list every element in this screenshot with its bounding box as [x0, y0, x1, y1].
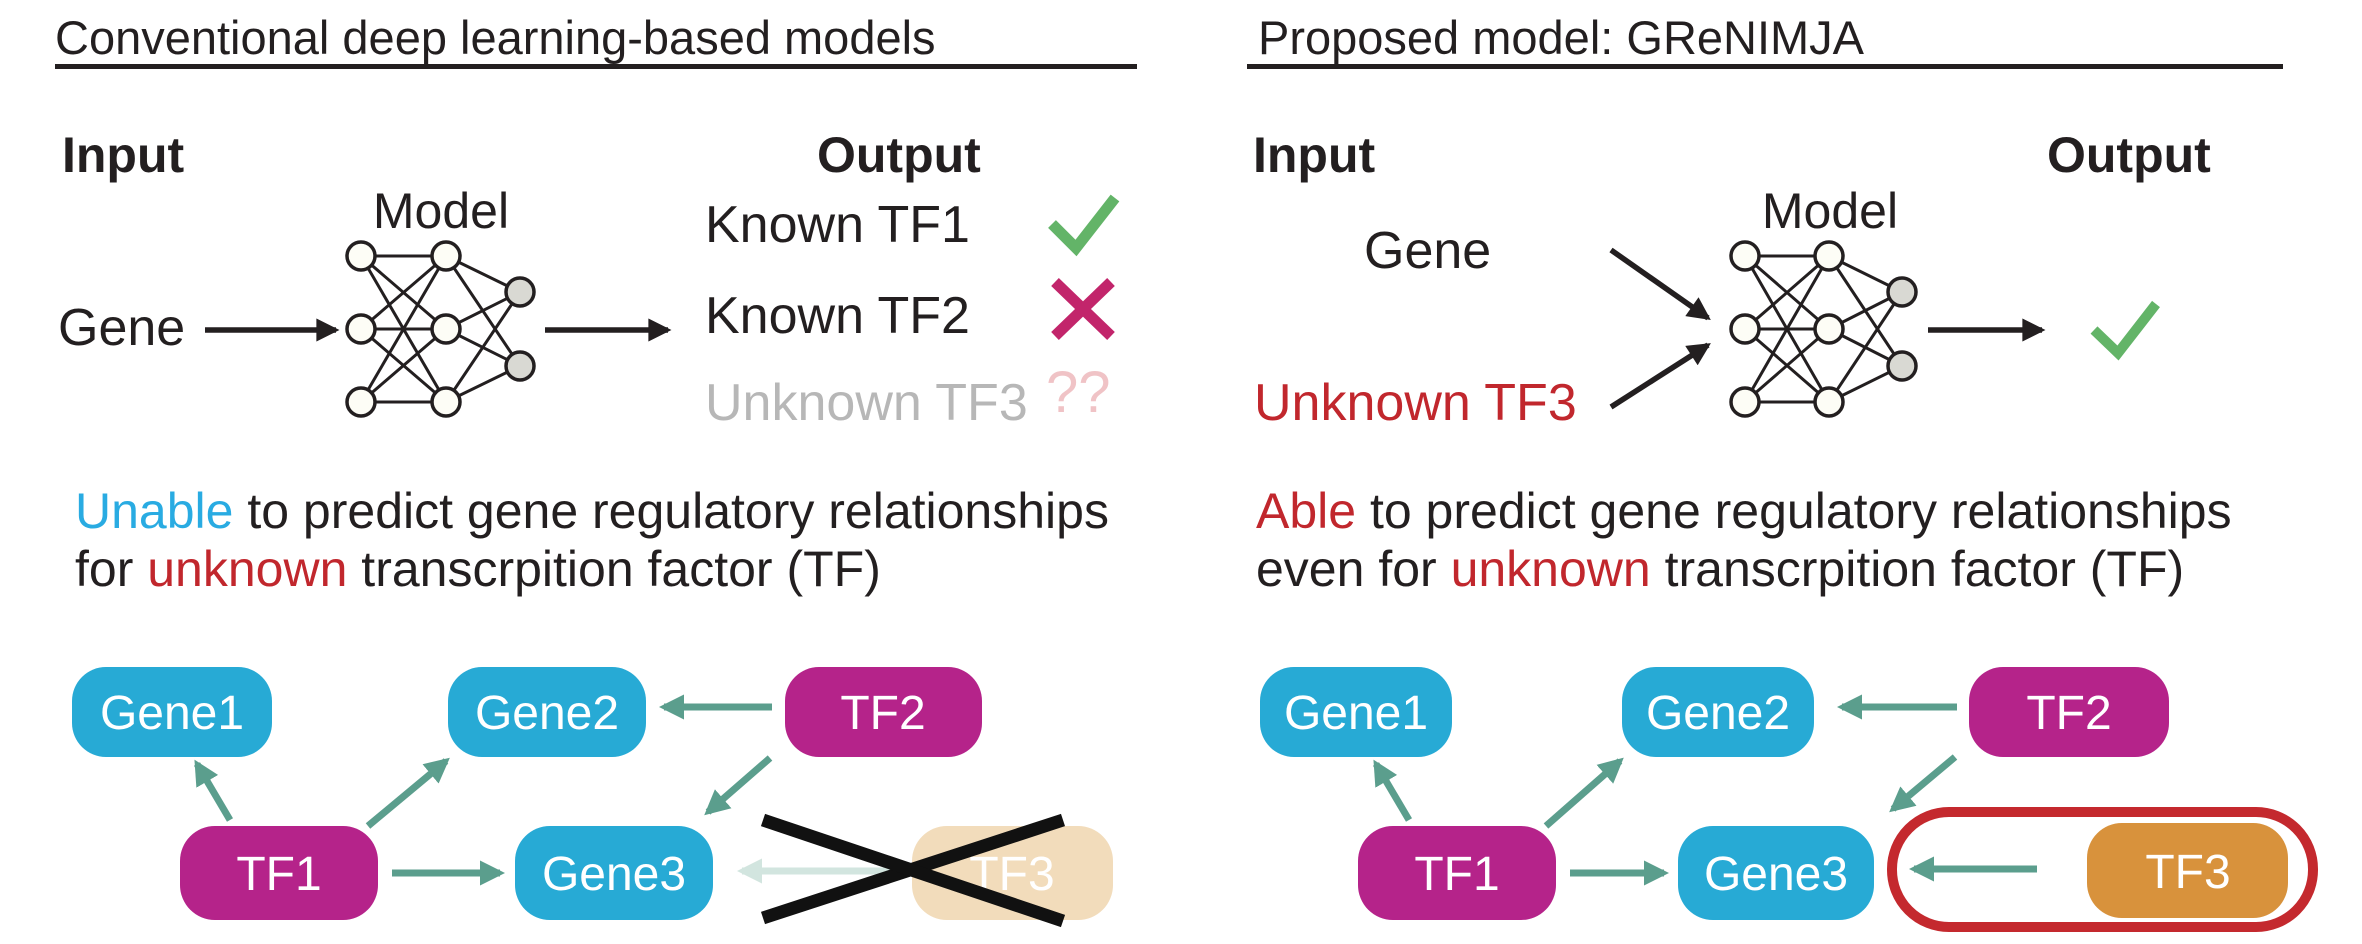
caption-pre: even for	[1256, 541, 1451, 597]
title-underline	[1247, 64, 2283, 69]
gene-to-model-arrow	[1609, 247, 1711, 321]
cross-icon	[1051, 278, 1115, 340]
node-gene1-label: Gene1	[1284, 687, 1428, 740]
node-gene1	[1260, 667, 1452, 757]
nn-input-node	[345, 313, 377, 345]
panel-proposed: Proposed model: GReNIMJA Input Output Ge…	[1247, 11, 2318, 932]
nn-input-node	[345, 240, 377, 272]
caption-rest: transcrpition factor (TF)	[1651, 541, 2184, 597]
node-gene1-label: Gene1	[100, 687, 244, 740]
panel-title: Conventional deep learning-based models	[55, 11, 936, 64]
output-row-known-tf1: Known TF1	[705, 196, 970, 254]
gene-input-label: Gene	[1364, 222, 1491, 280]
nn-hidden-node	[1813, 240, 1845, 272]
model-label: Model	[373, 183, 509, 239]
nn-input-node	[1729, 313, 1761, 345]
gene-input-label: Gene	[58, 299, 185, 357]
edge-tf1-gene1	[1372, 759, 1413, 822]
highlight-ring	[1887, 807, 2318, 932]
node-gene1	[72, 667, 272, 757]
edge-tf1-gene1	[193, 759, 234, 822]
edge-tf1-gene2	[365, 757, 450, 829]
node-tf2	[785, 667, 982, 757]
neural-network-icon	[1729, 240, 1918, 418]
node-tf1-label: TF1	[1414, 848, 1499, 901]
check-icon	[1048, 194, 1120, 257]
nn-output-node	[504, 350, 536, 382]
panel-title: Proposed model: GReNIMJA	[1258, 11, 1865, 64]
caption-line-2: even for unknown transcrpition factor (T…	[1256, 541, 2184, 597]
panel-conventional: Conventional deep learning-based models …	[55, 11, 1137, 928]
node-gene3-label: Gene3	[1704, 848, 1848, 901]
node-gene3	[515, 826, 713, 920]
neural-network-icon	[345, 240, 536, 418]
caption-pre: for	[75, 541, 147, 597]
node-tf1	[180, 826, 378, 920]
nn-hidden-node	[430, 313, 462, 345]
node-gene2-label: Gene2	[1646, 687, 1790, 740]
node-gene2-label: Gene2	[475, 687, 619, 740]
caption-line-1: Able to predict gene regulatory relation…	[1256, 483, 2232, 539]
node-tf2	[1969, 667, 2169, 757]
grn-left: Gene1 Gene2 TF2 TF1 Gene3 TF3	[72, 667, 1113, 928]
node-gene2	[1622, 667, 1814, 757]
node-tf1-label: TF1	[236, 848, 321, 901]
nn-output-node	[504, 276, 536, 308]
caption-rest: to predict gene regulatory relationships	[1356, 483, 2232, 539]
unknown-tf3-input-label: Unknown TF3	[1254, 374, 1577, 432]
edge-tf2-gene3	[1889, 754, 1958, 813]
caption-line-2: for unknown transcrpition factor (TF)	[75, 541, 881, 597]
node-tf2-label: TF2	[840, 687, 925, 740]
caption-accent-able: Able	[1256, 483, 1356, 539]
nn-input-node	[1729, 386, 1761, 418]
output-row-known-tf2: Known TF2	[705, 287, 970, 345]
question-marks-icon: ??	[1046, 360, 1111, 425]
caption-rest: transcrpition factor (TF)	[347, 541, 880, 597]
nn-hidden-node	[430, 240, 462, 272]
grn-right: Gene1 Gene2 TF2 TF1 Gene3 TF3	[1260, 667, 2318, 932]
nn-output-node	[1886, 350, 1918, 382]
check-icon	[2090, 300, 2160, 361]
caption-accent-unknown: unknown	[1451, 541, 1651, 597]
node-gene3	[1678, 826, 1874, 920]
tf3-to-model-arrow	[1609, 342, 1711, 410]
crossed-out-icon	[760, 813, 1066, 928]
node-tf3-highlighted	[2087, 823, 2288, 918]
caption-line-1: Unable to predict gene regulatory relati…	[75, 483, 1109, 539]
output-heading: Output	[817, 127, 981, 183]
title-underline	[55, 64, 1137, 69]
nn-input-node	[1729, 240, 1761, 272]
nn-input-node	[345, 386, 377, 418]
nn-hidden-node	[1813, 313, 1845, 345]
model-label: Model	[1762, 183, 1898, 239]
caption-accent-unable: Unable	[75, 483, 233, 539]
node-gene3-label: Gene3	[542, 848, 686, 901]
node-tf3-label: TF3	[2145, 846, 2230, 899]
node-tf2-label: TF2	[2026, 687, 2111, 740]
node-tf1	[1358, 826, 1556, 920]
output-row-unknown-tf3: Unknown TF3	[705, 374, 1028, 432]
nn-hidden-node	[430, 386, 462, 418]
caption-rest: to predict gene regulatory relationships	[233, 483, 1109, 539]
edge-tf2-gene3	[704, 755, 773, 816]
edge-tf1-gene2	[1543, 757, 1624, 829]
node-gene2	[448, 667, 646, 757]
nn-hidden-node	[1813, 386, 1845, 418]
caption-accent-unknown: unknown	[147, 541, 347, 597]
input-heading: Input	[62, 127, 185, 183]
output-heading: Output	[2047, 127, 2211, 183]
input-heading: Input	[1253, 127, 1376, 183]
nn-output-node	[1886, 276, 1918, 308]
